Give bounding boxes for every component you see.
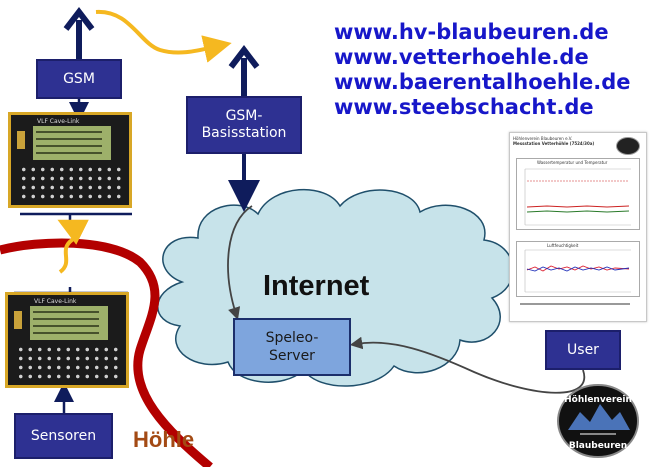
web-page-thumbnail: Höhlenverein Blaubeuren e.V. Messstation… [509, 132, 647, 322]
thumbnail-chart-humidity: Luftfeuchtigkeit [516, 241, 640, 297]
hoehle-label: Höhle [133, 427, 195, 452]
url-vetterhoehle[interactable]: www.vetterhoehle.de [334, 45, 589, 69]
url-baerentalhoehle[interactable]: www.baerentalhoehle.de [334, 70, 631, 94]
device-keypad [19, 165, 123, 201]
device-keypad [16, 345, 120, 381]
device-antenna-top [20, 212, 132, 220]
user-box: User [545, 330, 621, 370]
thumbnail-heading: Höhlenverein Blaubeuren e.V. Messstation… [513, 136, 595, 146]
device-side-panel [14, 311, 22, 329]
gsm-box: GSM [36, 59, 122, 99]
device-title: VLF Cave-Link [37, 118, 80, 125]
url-steebschacht[interactable]: www.steebschacht.de [334, 95, 594, 119]
device-title: VLF Cave-Link [34, 298, 77, 305]
device-side-panel [17, 131, 25, 149]
thumbnail-logo-icon [616, 137, 640, 155]
association-logo-icon: Höhlenverein Blaubeuren [557, 384, 639, 458]
wireless-signal-arrow-icon [95, 9, 232, 63]
up-arrow-icon [63, 7, 95, 31]
connector-user-to-server [349, 336, 586, 394]
logo-text-bottom: Blaubeuren [569, 441, 627, 451]
up-arrow-icon [228, 45, 260, 69]
logo-text-top: Höhlenverein [564, 395, 632, 405]
url-list: www.hv-blaubeuren.de www.vetterhoehle.de… [334, 20, 631, 120]
cave-communicator-device-icon: VLF Cave-Link [5, 292, 129, 388]
wireless-signal-arrow-icon [57, 219, 89, 274]
connector-internet-to-server [227, 205, 253, 321]
cave-communicator-device-icon: VLF Cave-Link [8, 112, 132, 208]
gsm-basisstation-box: GSM- Basisstation [186, 96, 302, 154]
sensoren-box: Sensoren [14, 413, 113, 459]
device-display [30, 306, 108, 340]
speleo-server-box: Speleo- Server [233, 318, 351, 376]
device-display [33, 126, 111, 160]
internet-label: Internet [263, 270, 370, 302]
url-hv-blaubeuren[interactable]: www.hv-blaubeuren.de [334, 20, 609, 44]
thumbnail-footer [520, 303, 630, 305]
thumbnail-chart-temperature: Wassertemperatur und Temperatur [516, 158, 640, 230]
